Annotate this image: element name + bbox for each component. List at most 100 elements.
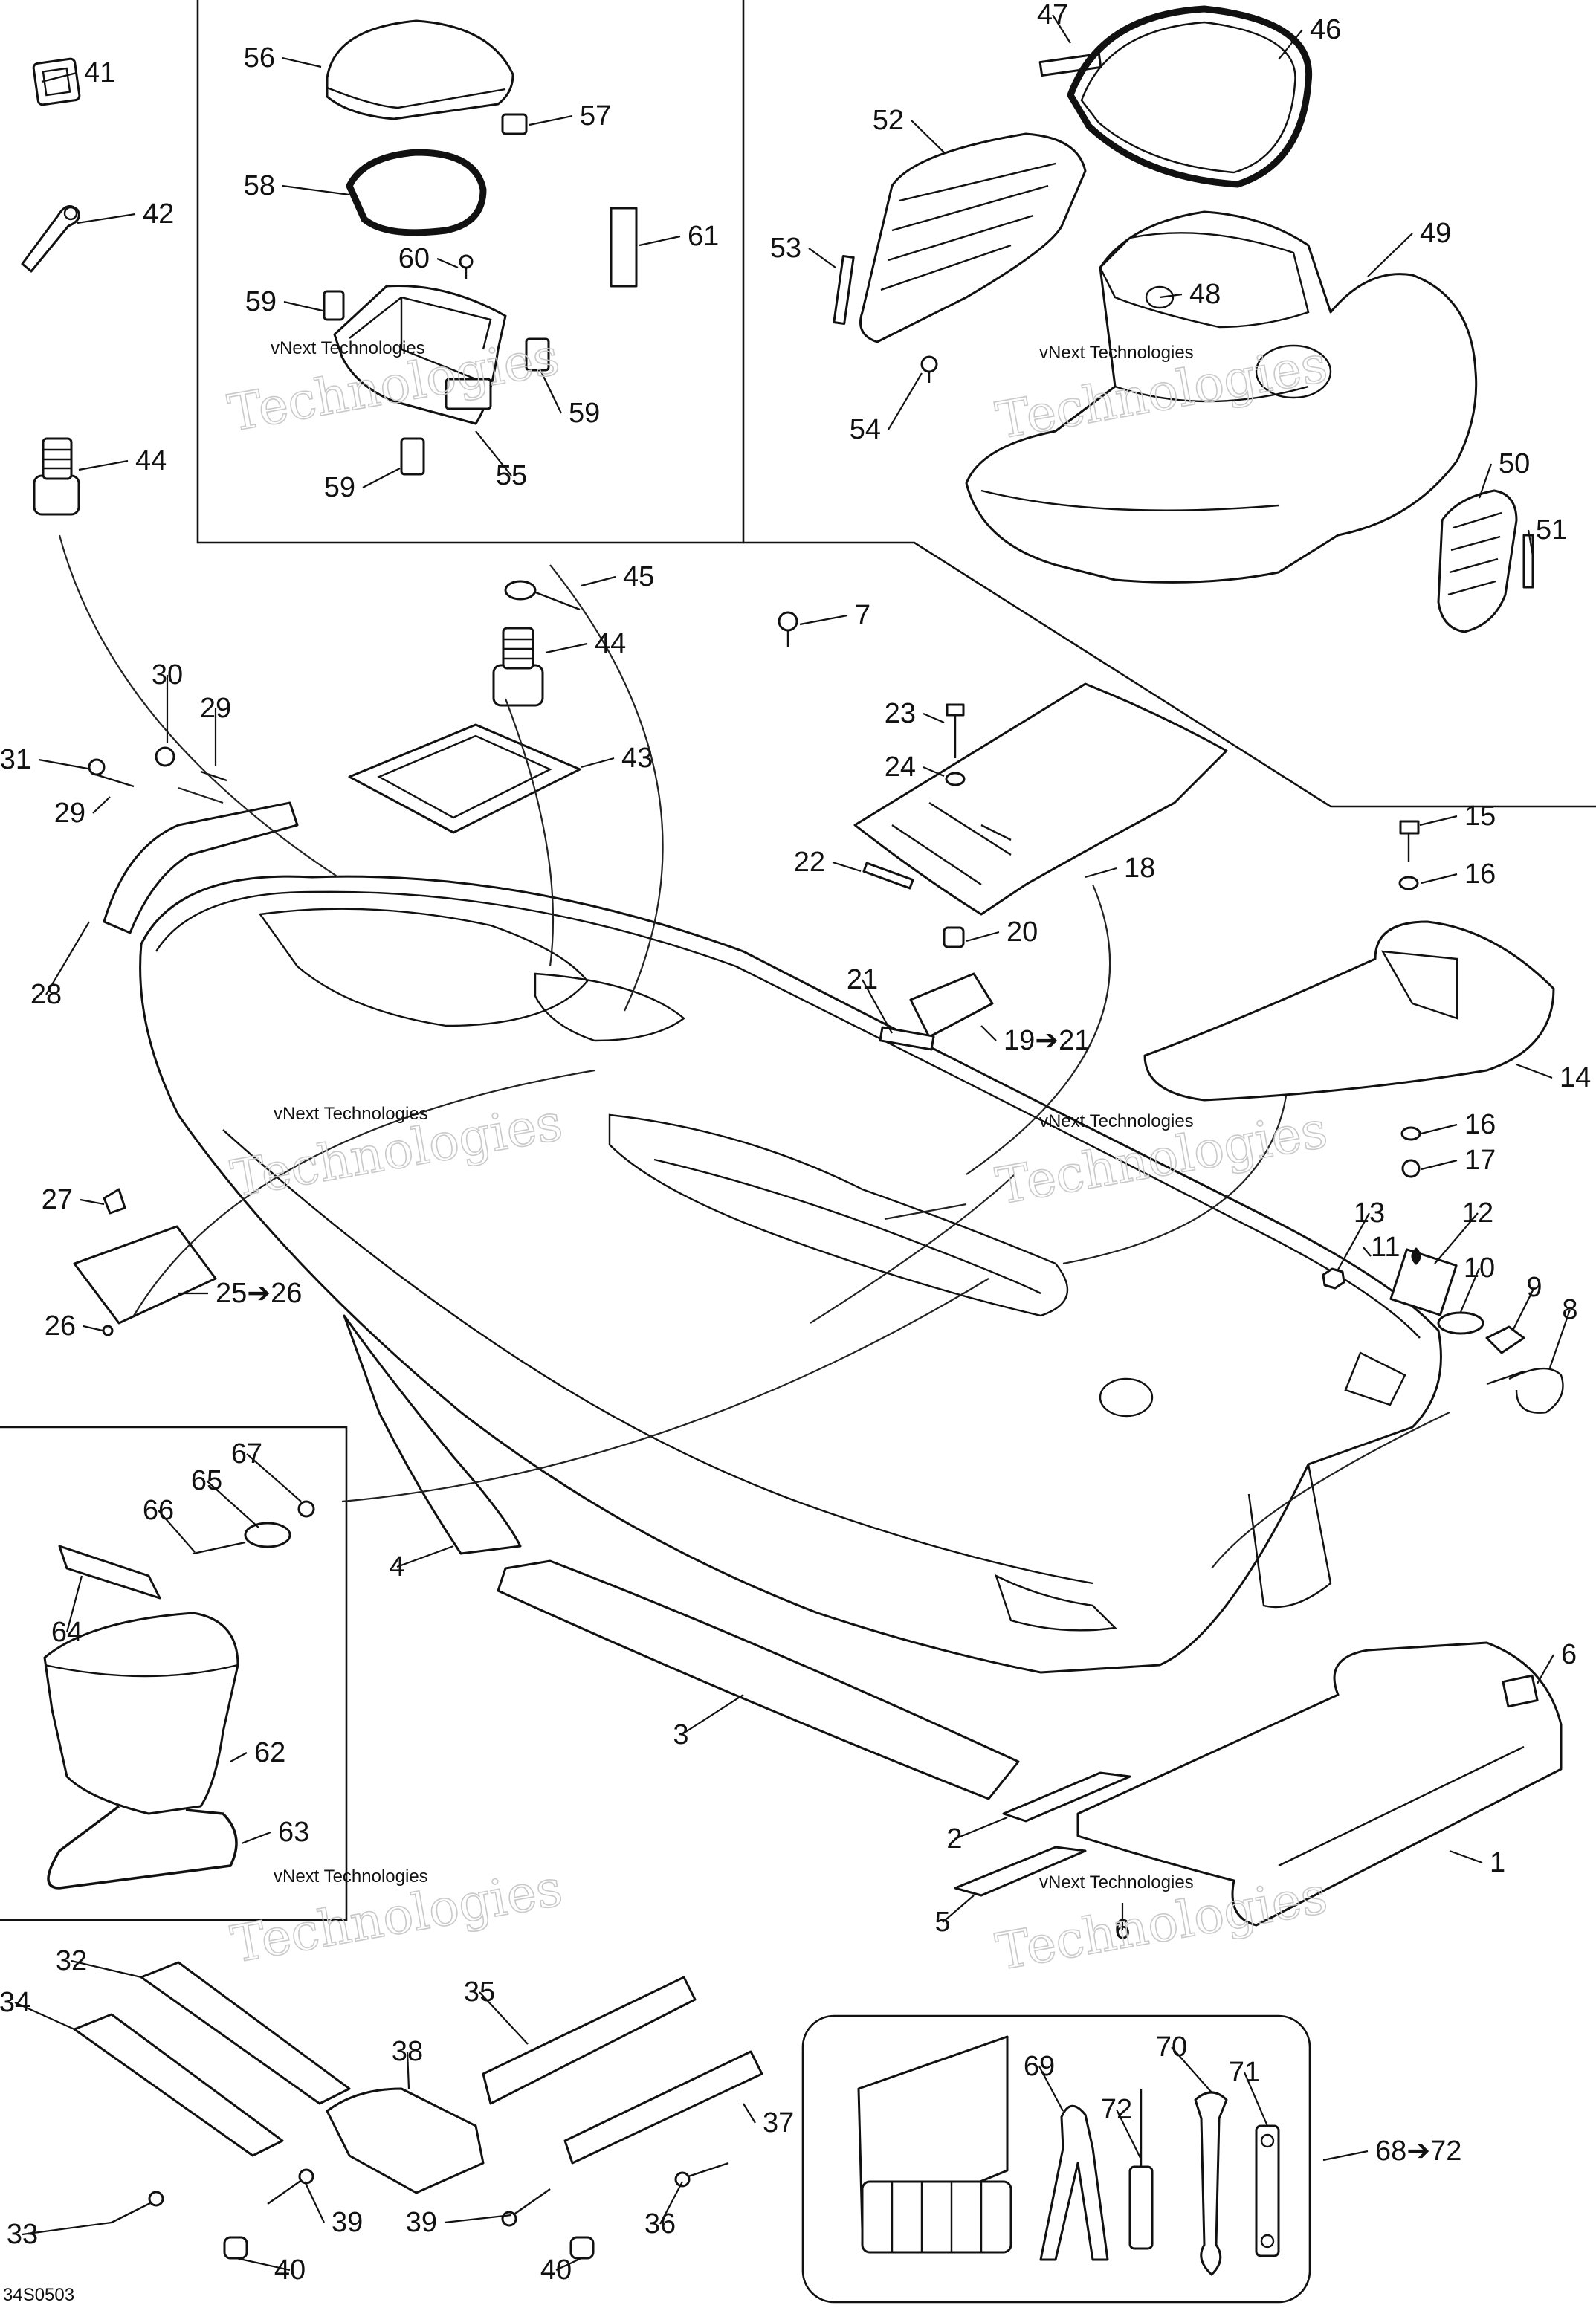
box-tool-kit-frame [801, 2014, 1311, 2304]
callout-23: 23 [885, 698, 916, 729]
part-4-fin [343, 1314, 522, 1555]
part-40-caps [223, 2236, 595, 2260]
leader-line-55 [475, 430, 512, 476]
callout-37: 37 [763, 2107, 794, 2139]
part-22-strip [862, 862, 914, 890]
leader-line-54 [888, 372, 923, 430]
leader-line-62 [230, 1752, 248, 1762]
callout-3: 3 [673, 1719, 688, 1751]
callout-67: 67 [231, 1438, 262, 1470]
leader-line-63 [241, 1831, 271, 1845]
part-28-rail-trim [103, 801, 299, 934]
part-48-seat-body [965, 210, 1478, 584]
callout-59b: 59 [569, 398, 600, 429]
leader-line-18 [1085, 867, 1117, 879]
leader-line-39b [444, 2214, 512, 2224]
leader-line-2 [954, 1816, 1008, 1840]
part-38-joint [326, 2087, 485, 2194]
callout-10: 10 [1464, 1252, 1495, 1284]
watermark-text: vNext Technologies [1039, 343, 1194, 363]
part-44-vent-fitting [33, 437, 80, 516]
leader-line-12 [1434, 1212, 1479, 1264]
part-62-bin [43, 1612, 239, 1815]
callout-7: 7 [855, 600, 870, 631]
part-30-31-29-fasteners [88, 746, 227, 788]
leader-line-23 [923, 712, 945, 724]
part-15-16-bolt-washer [1398, 820, 1420, 890]
callout-29a: 29 [200, 693, 231, 724]
leader-line-47 [1052, 14, 1071, 44]
leader-line-8 [1548, 1309, 1571, 1368]
part-7-screw [778, 611, 798, 647]
leader-line-37 [743, 2103, 756, 2124]
leader-line-33 [22, 2221, 112, 2236]
leader-line-67 [246, 1453, 302, 1502]
part-72-screwdriver [1128, 2089, 1154, 2250]
callout-24: 24 [885, 751, 916, 783]
part-14-sponson [1143, 920, 1555, 1102]
callout-65: 65 [191, 1465, 222, 1496]
callout-43: 43 [621, 743, 653, 774]
callout-44b: 44 [595, 628, 626, 659]
callout-68: 68➔72 [1375, 2136, 1461, 2167]
callout-35: 35 [464, 1976, 495, 2008]
callout-5: 5 [934, 1907, 950, 1938]
callout-54: 54 [850, 414, 881, 445]
callout-2: 2 [946, 1823, 962, 1855]
leader-line-32 [71, 1959, 142, 1979]
callout-59c: 59 [324, 472, 355, 503]
part-55-storage-bin [333, 285, 507, 425]
callout-41: 41 [84, 57, 115, 88]
watermark-text: vNext Technologies [274, 1104, 428, 1124]
part-45-cap [504, 580, 581, 611]
leader-line-9 [1512, 1287, 1535, 1331]
callout-14: 14 [1560, 1062, 1591, 1093]
leader-line-35 [479, 1991, 529, 2045]
watermark-text: vNext Technologies [271, 338, 425, 358]
leader-line-45 [581, 575, 616, 587]
part-70-wrench [1194, 2091, 1228, 2276]
part-59-clips [323, 290, 550, 476]
callout-55: 55 [496, 460, 527, 491]
callout-59a: 59 [245, 286, 277, 317]
callout-44a: 44 [135, 445, 167, 476]
leader-line-38 [406, 2051, 410, 2089]
callout-12: 12 [1462, 1197, 1493, 1229]
callout-45: 45 [623, 561, 654, 592]
box-storage-bin-frame [0, 1426, 348, 1921]
leader-line-31 [38, 758, 88, 770]
leader-line-22 [832, 861, 862, 873]
callout-1: 1 [1490, 1847, 1505, 1878]
leader-line-53 [808, 248, 836, 268]
leader-line-6a [1537, 1654, 1554, 1684]
part-69-pliers [1039, 2104, 1109, 2261]
leader-line-17 [1421, 1159, 1458, 1171]
part-64-strap [58, 1545, 161, 1600]
callout-56: 56 [244, 42, 275, 74]
callout-64: 64 [51, 1617, 83, 1648]
leader-line-36 [659, 2181, 683, 2225]
callout-51: 51 [1536, 514, 1567, 546]
leader-line-68 [1322, 2150, 1369, 2162]
leader-line-59a [283, 300, 323, 312]
callout-58: 58 [244, 170, 275, 201]
callout-31: 31 [0, 744, 31, 775]
leader-line-14 [1516, 1063, 1553, 1079]
callout-47: 47 [1037, 0, 1068, 30]
part-50-vent [1437, 489, 1518, 633]
part-41-clip [32, 57, 81, 106]
leader-line-59c [362, 468, 401, 488]
leader-line-46 [1278, 29, 1303, 60]
callout-63: 63 [278, 1817, 309, 1848]
part-43-gasket [348, 723, 581, 834]
leader-line-66 [158, 1510, 196, 1553]
callout-9: 9 [1526, 1272, 1542, 1303]
callout-61: 61 [688, 221, 719, 252]
part-53-strip [833, 254, 855, 326]
part-33-39-36-rivets [111, 2162, 729, 2227]
leader-line-71 [1243, 2072, 1269, 2127]
callout-39a: 39 [332, 2207, 363, 2238]
part-57-latch [501, 113, 528, 135]
